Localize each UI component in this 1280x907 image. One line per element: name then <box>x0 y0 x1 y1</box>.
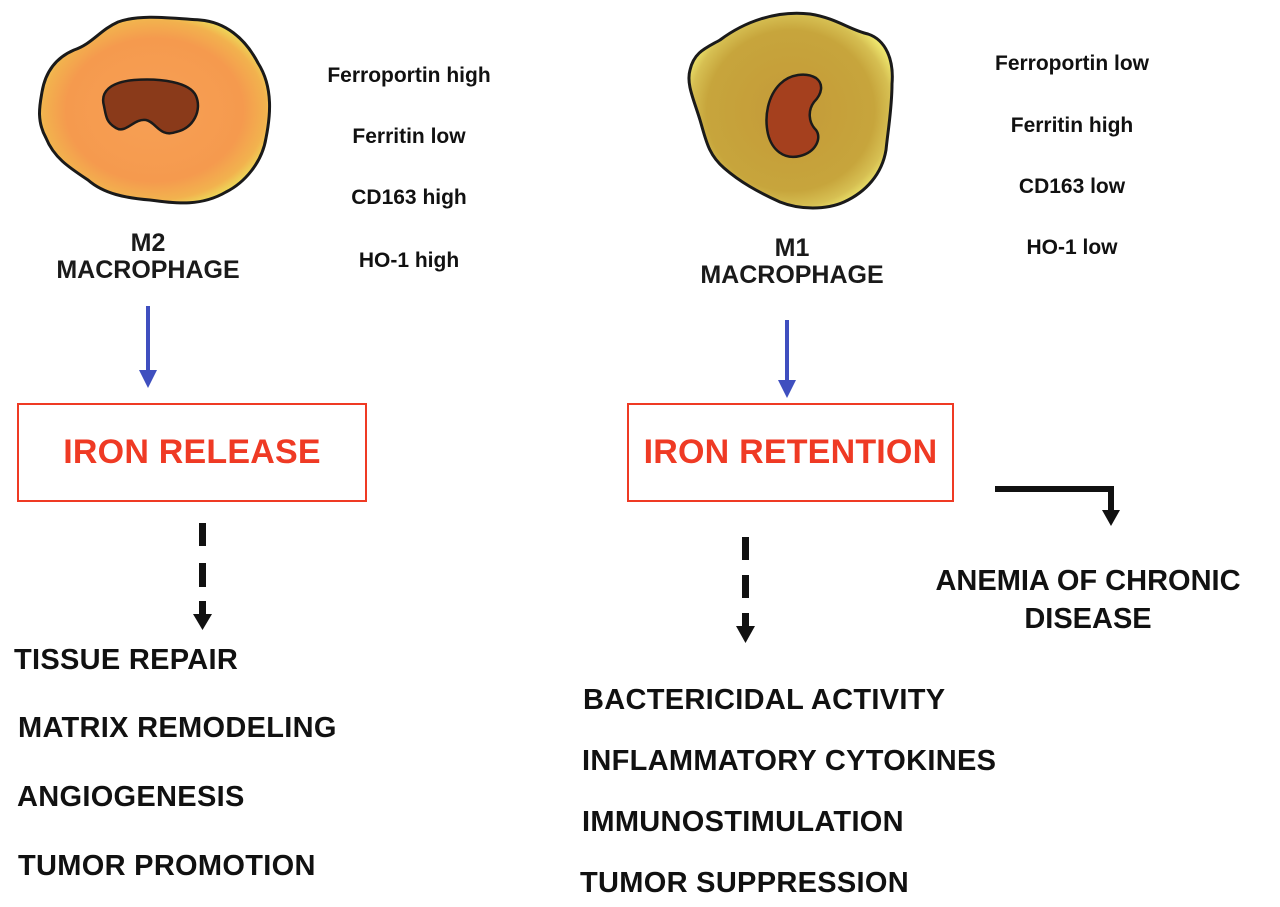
m1-outcome: IMMUNOSTIMULATION <box>582 806 904 838</box>
m1-marker: CD163 low <box>1018 175 1126 198</box>
iron-release-dashed-arrow-icon <box>193 523 212 630</box>
m2-outcome: TISSUE REPAIR <box>14 644 239 676</box>
m2-marker: HO-1 high <box>358 249 460 272</box>
iron-release-label: IRON RELEASE <box>63 433 321 471</box>
anemia-line2: DISEASE <box>1024 603 1152 635</box>
m2-cell-label: M2 MACROPHAGE <box>56 230 239 284</box>
m2-outcome: MATRIX REMODELING <box>18 712 337 744</box>
m2-label-line2: MACROPHAGE <box>56 256 240 284</box>
iron-retention-dashed-arrow-icon <box>736 537 755 643</box>
m1-outcome: INFLAMMATORY CYTOKINES <box>582 745 997 777</box>
m2-label-line1: M2 <box>130 229 166 257</box>
m1-to-iron-retention-arrow-icon <box>778 320 796 398</box>
m2-marker: Ferroportin high <box>327 64 491 87</box>
m1-macrophage-cell-icon <box>687 11 894 210</box>
m2-outcome: ANGIOGENESIS <box>17 781 245 813</box>
anemia-outcome: ANEMIA OF CHRONIC DISEASE <box>935 562 1240 638</box>
iron-release-box: IRON RELEASE <box>17 403 367 502</box>
m1-nucleus <box>765 73 823 159</box>
anemia-line1: ANEMIA OF CHRONIC <box>935 565 1241 597</box>
m1-outcome: BACTERICIDAL ACTIVITY <box>583 684 946 716</box>
m2-outcome: TUMOR PROMOTION <box>18 850 316 882</box>
iron-retention-label: IRON RETENTION <box>643 433 938 471</box>
iron-retention-to-anemia-elbow-arrow-icon <box>995 486 1120 526</box>
m1-cell-label: M1 MACROPHAGE <box>700 235 883 289</box>
m2-marker: CD163 high <box>351 186 467 209</box>
m1-marker: HO-1 low <box>1026 236 1118 259</box>
m2-nucleus <box>101 78 200 135</box>
m1-outcome: TUMOR SUPPRESSION <box>580 867 909 899</box>
m2-to-iron-release-arrow-icon <box>139 306 157 388</box>
m1-marker: Ferroportin low <box>995 52 1149 75</box>
m1-label-line2: MACROPHAGE <box>700 261 884 289</box>
m1-label-line1: M1 <box>774 234 810 262</box>
m2-macrophage-cell-icon <box>38 15 272 205</box>
m1-marker: Ferritin high <box>1010 114 1134 137</box>
m2-marker: Ferritin low <box>352 125 466 148</box>
iron-retention-box: IRON RETENTION <box>627 403 954 502</box>
